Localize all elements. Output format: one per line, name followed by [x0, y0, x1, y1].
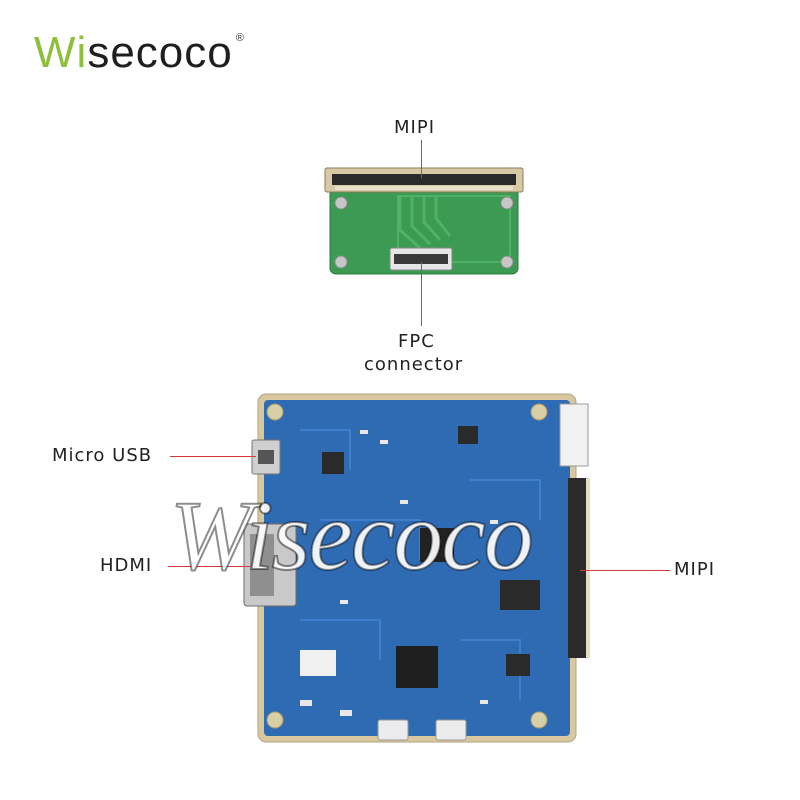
adapter-bottom-line	[421, 262, 422, 326]
adapter-top-label: MIPI	[394, 117, 436, 138]
hdmi-label: HDMI	[100, 555, 153, 576]
hdmi-line	[168, 566, 250, 567]
mipi-right-line	[580, 570, 670, 571]
brand-logo: Wisecoco®	[34, 28, 244, 78]
logo-first: Wi	[34, 28, 88, 77]
micro-usb-line	[170, 456, 256, 457]
logo-rest: secoco	[87, 28, 233, 77]
mipi-right-label: MIPI	[674, 559, 716, 580]
registered-icon: ®	[235, 32, 245, 44]
main-board	[243, 393, 590, 743]
adapter-bottom-label-2: connector	[364, 354, 464, 375]
adapter-bottom-label-1: FPC	[398, 331, 435, 352]
adapter-top-line	[421, 140, 422, 178]
adapter-board	[324, 167, 524, 275]
micro-usb-label: Micro USB	[52, 445, 153, 466]
